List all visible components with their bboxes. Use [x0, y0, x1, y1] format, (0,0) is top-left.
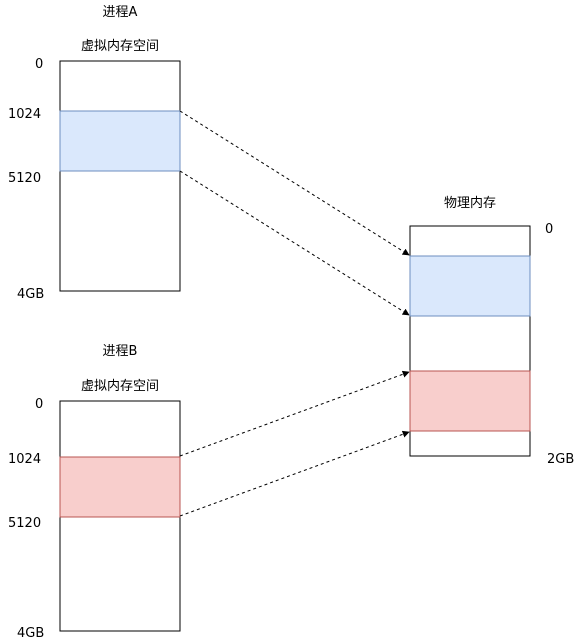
physical-memory-title: 物理内存: [444, 195, 496, 211]
process-b-tick-0: 0: [35, 397, 43, 412]
physical-memory-group: 物理内存 0 2GB: [409, 195, 574, 467]
physical-region-b: [409, 370, 531, 432]
process-a-title: 进程A: [103, 5, 138, 20]
process-b-tick-5120: 5120: [8, 516, 41, 531]
physical-tick-0: 0: [545, 222, 553, 237]
process-b-tick-end: 4GB: [17, 626, 44, 641]
process-a-mapped-region: [59, 110, 181, 172]
process-a-group: 进程A 虚拟内存空间 0 1024 5120 4GB: [8, 5, 181, 302]
arrow-b-top: [179, 370, 410, 457]
process-a-tick-1024: 1024: [8, 107, 41, 122]
mapping-arrows: [179, 110, 410, 517]
physical-tick-end: 2GB: [547, 452, 574, 467]
process-b-subtitle: 虚拟内存空间: [81, 378, 159, 394]
process-b-mapped-region: [59, 456, 181, 518]
arrow-b-bottom: [179, 430, 410, 517]
process-b-tick-1024: 1024: [8, 452, 41, 467]
process-a-address-space: [59, 60, 181, 292]
process-a-subtitle: 虚拟内存空间: [81, 38, 159, 54]
physical-region-a: [409, 255, 531, 317]
process-b-group: 进程B 虚拟内存空间 0 1024 5120 4GB: [8, 344, 181, 641]
process-a-tick-end: 4GB: [17, 287, 44, 302]
process-a-tick-5120: 5120: [8, 171, 41, 186]
process-a-tick-0: 0: [35, 57, 43, 72]
arrow-a-top: [179, 110, 410, 256]
arrow-a-bottom: [179, 170, 410, 316]
process-b-title: 进程B: [103, 344, 138, 359]
